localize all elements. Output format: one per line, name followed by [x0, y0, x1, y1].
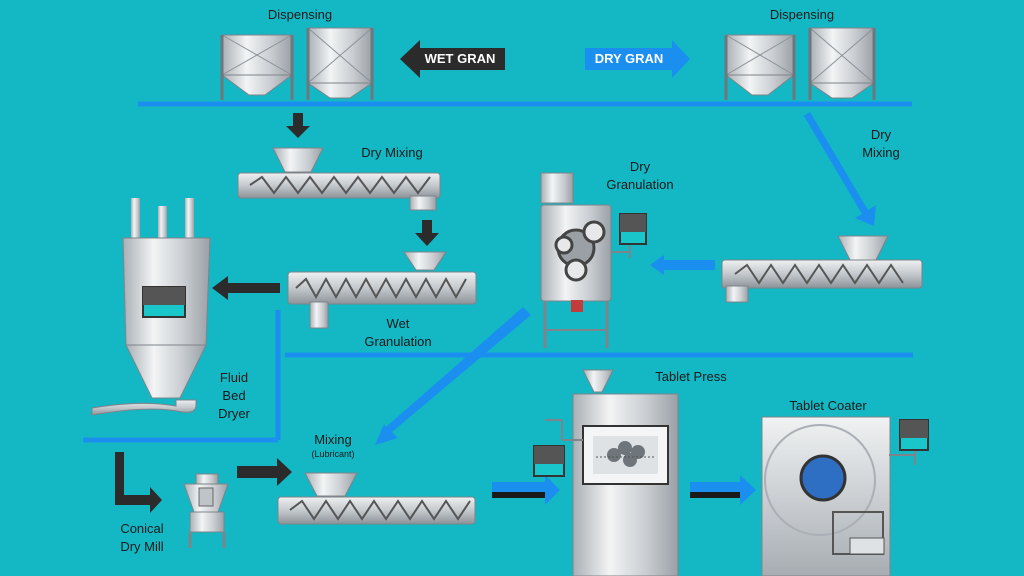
tablet-coater-icon — [761, 416, 916, 576]
label-wet-granulation: Wet Granulation — [348, 315, 448, 351]
label-line: Dry — [629, 159, 651, 174]
hopper-icon — [306, 27, 374, 100]
control-panel-icon — [619, 213, 647, 245]
dispensing-left-hoppers — [220, 27, 374, 100]
label-mixing-sub: (Lubricant) — [311, 449, 355, 459]
tablet-press-icon — [545, 369, 679, 576]
label-tablet-press: Tablet Press — [655, 369, 727, 384]
dispensing-right-hoppers — [724, 27, 876, 100]
label-fluid-bed-dryer: Fluid Bed Dryer — [208, 369, 260, 423]
dry-gran-arrow — [585, 40, 690, 78]
label-line: Dryer — [218, 406, 250, 421]
control-panel-icon — [533, 445, 565, 477]
label-conical-dry-mill: Conical Dry Mill — [102, 520, 182, 556]
down-arrow-icon — [415, 220, 439, 246]
fluid-bed-dryer-icon — [91, 198, 211, 416]
label-dispensing-right: Dispensing — [769, 7, 835, 22]
right-arrow-icon — [690, 475, 756, 505]
screw-conveyor-icon — [287, 251, 477, 329]
label-dry-mixing-right: Dry Mixing — [846, 126, 916, 162]
right-arrow-icon — [237, 458, 292, 486]
left-arrow-icon — [650, 255, 715, 275]
label-tablet-coater: Tablet Coater — [789, 398, 867, 413]
label-line: Granulation — [606, 177, 674, 192]
label-line: Wet — [386, 316, 410, 331]
label-dry-mixing-top: Dry Mixing — [361, 145, 423, 160]
hopper-icon — [724, 34, 796, 100]
dry-gran-label: DRY GRAN — [594, 51, 664, 66]
down-arrow-icon — [286, 113, 310, 138]
label-line: Fluid — [219, 370, 249, 385]
corner-arrow-icon — [115, 452, 162, 513]
control-panel-icon — [899, 419, 929, 451]
label-line: Mixing — [862, 145, 900, 160]
screw-conveyor-icon — [277, 472, 476, 525]
label-line: Bed — [222, 388, 246, 403]
label-dry-granulation: Dry Granulation — [595, 158, 685, 194]
screw-conveyor-icon — [721, 235, 923, 303]
conical-mill-icon — [183, 473, 229, 548]
hopper-icon — [808, 27, 876, 100]
label-line: Dry — [870, 127, 892, 142]
wet-gran-arrow — [400, 40, 505, 78]
diagonal-blue-arrow — [800, 112, 876, 226]
diagonal-blue-arrow — [375, 307, 531, 445]
process-lines — [83, 101, 913, 443]
wet-gran-label: WET GRAN — [424, 51, 496, 66]
label-line: Granulation — [364, 334, 432, 349]
hopper-icon — [220, 34, 294, 100]
label-mixing: Mixing — [314, 432, 352, 447]
roller-compactor-icon — [540, 172, 631, 348]
right-arrow-icon — [492, 475, 560, 505]
label-dispensing-left: Dispensing — [267, 7, 333, 22]
screw-conveyor-icon — [237, 147, 441, 211]
label-line: Dry Mill — [120, 539, 164, 554]
label-line: Conical — [120, 521, 164, 536]
left-arrow-icon — [212, 276, 280, 300]
